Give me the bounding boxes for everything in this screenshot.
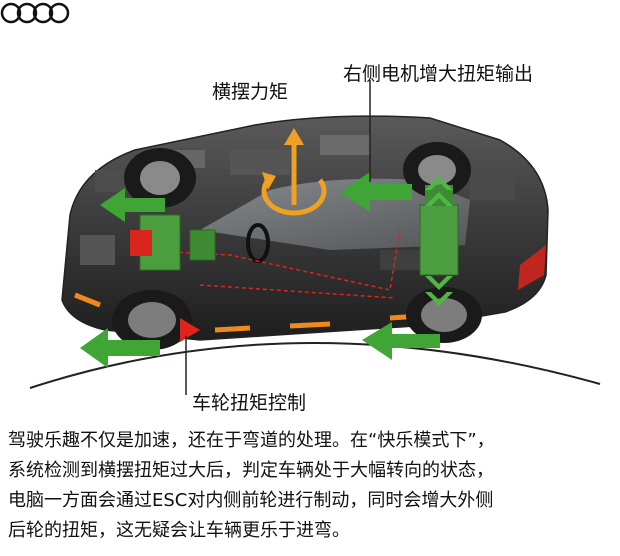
four-rings-logo <box>0 2 70 24</box>
caption-line: 驾驶乐趣不仅是加速，还在于弯道的处理。在“快乐模式下”， <box>8 430 495 451</box>
caption-line: 后轮的扭矩，这无疑会让车辆更乐于进弯。 <box>8 520 350 541</box>
caption-line: 系统检测到横摆扭矩过大后，判定车辆处于大幅转向的状态， <box>8 460 494 481</box>
rear-motor <box>419 185 459 276</box>
caption-text: 驾驶乐趣不仅是加速，还在于弯道的处理。在“快乐模式下”， 系统检测到横摆扭矩过大… <box>8 426 614 546</box>
caption-line: 电脑一方面会通过ESC对内侧前轮进行制动，同时会增大外侧 <box>8 490 494 511</box>
wheel-torque-label: 车轮扭矩控制 <box>192 392 307 414</box>
right-motor-label: 右侧电机增大扭矩输出 <box>343 63 534 85</box>
front-right-wheel <box>112 290 192 350</box>
yaw-moment-arrow <box>261 128 327 216</box>
rear-right-wheel <box>406 287 482 343</box>
car-drawing <box>29 80 601 395</box>
torque-chevrons <box>425 176 453 306</box>
front-motor <box>130 214 216 271</box>
torque-arrows <box>80 172 440 368</box>
yaw-moment-label: 横摆力矩 <box>212 81 289 103</box>
brake-indicator <box>180 318 200 342</box>
rear-left-wheel <box>403 142 471 198</box>
car-illustration: 横摆力矩 右侧电机增大扭矩输出 车轮扭矩控制 <box>0 2 601 414</box>
front-left-wheel <box>124 148 196 208</box>
road-curve <box>29 341 601 389</box>
